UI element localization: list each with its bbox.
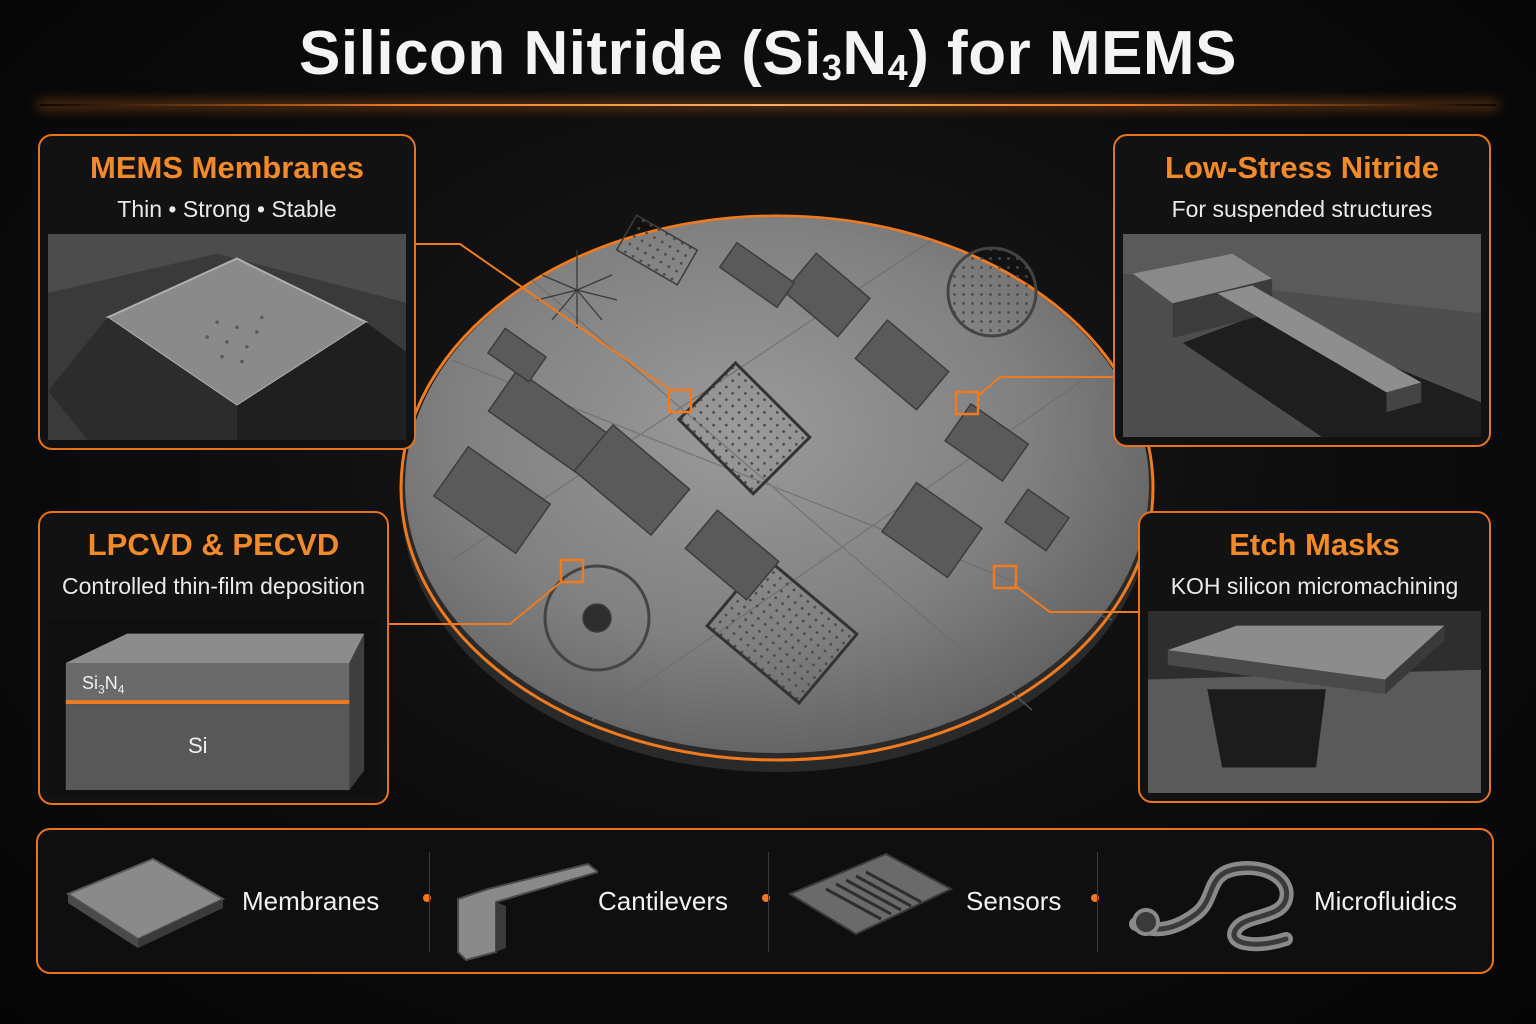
cantilever-icon xyxy=(448,844,601,969)
divider xyxy=(768,852,769,952)
panel-title: Low-Stress Nitride xyxy=(1165,150,1439,185)
panel-etch-masks: Etch Masks KOH silicon micromachining xyxy=(1138,511,1491,803)
wafer-illustration xyxy=(392,200,1162,780)
layer-stack-render: Si3N4 Si xyxy=(48,619,379,795)
panel-subtitle: Controlled thin-film deposition xyxy=(62,573,365,599)
separator-dot xyxy=(1091,894,1099,902)
application-label: Sensors xyxy=(966,886,1062,916)
application-label: Microfluidics xyxy=(1314,886,1458,916)
panel-low-stress-nitride: Low-Stress Nitride For suspended structu… xyxy=(1113,134,1491,447)
panel-title: MEMS Membranes xyxy=(90,150,364,185)
application-label: Membranes xyxy=(242,886,380,916)
etch-mask-render xyxy=(1148,611,1481,793)
separator-dot xyxy=(423,894,431,902)
panel-subtitle: KOH silicon micromachining xyxy=(1170,573,1459,599)
panel-subtitle: For suspended structures xyxy=(1171,196,1433,222)
wafer-features xyxy=(432,214,1070,706)
divider xyxy=(429,852,430,952)
membrane-render xyxy=(48,234,406,440)
panel-lpcvd-pecvd: LPCVD & PECVD Controlled thin-film depos… xyxy=(38,511,389,805)
panel-mems-membranes: MEMS Membranes Thin • Strong • Stable xyxy=(38,134,416,450)
comb-sensor-icon xyxy=(786,844,956,964)
divider xyxy=(1097,852,1098,952)
panel-title: LPCVD & PECVD xyxy=(87,527,340,562)
panel-title: Etch Masks xyxy=(1229,527,1400,562)
layer-label-si3n4: Si3N4 xyxy=(82,673,125,697)
layer-label-si: Si xyxy=(188,733,208,758)
cantilever-render xyxy=(1123,234,1481,437)
microfluidic-channel-icon xyxy=(1116,844,1306,969)
page-title: Silicon Nitride (Si3N4) for MEMS xyxy=(299,19,1237,88)
application-label: Cantilevers xyxy=(598,886,729,916)
panel-subtitle: Thin • Strong • Stable xyxy=(117,196,337,222)
perforated-membrane-icon xyxy=(58,844,228,959)
separator-dot xyxy=(762,894,770,902)
title-glow-rule xyxy=(40,104,1496,106)
applications-bar: Membranes Cantilevers Sensors Microfluid… xyxy=(36,828,1494,974)
